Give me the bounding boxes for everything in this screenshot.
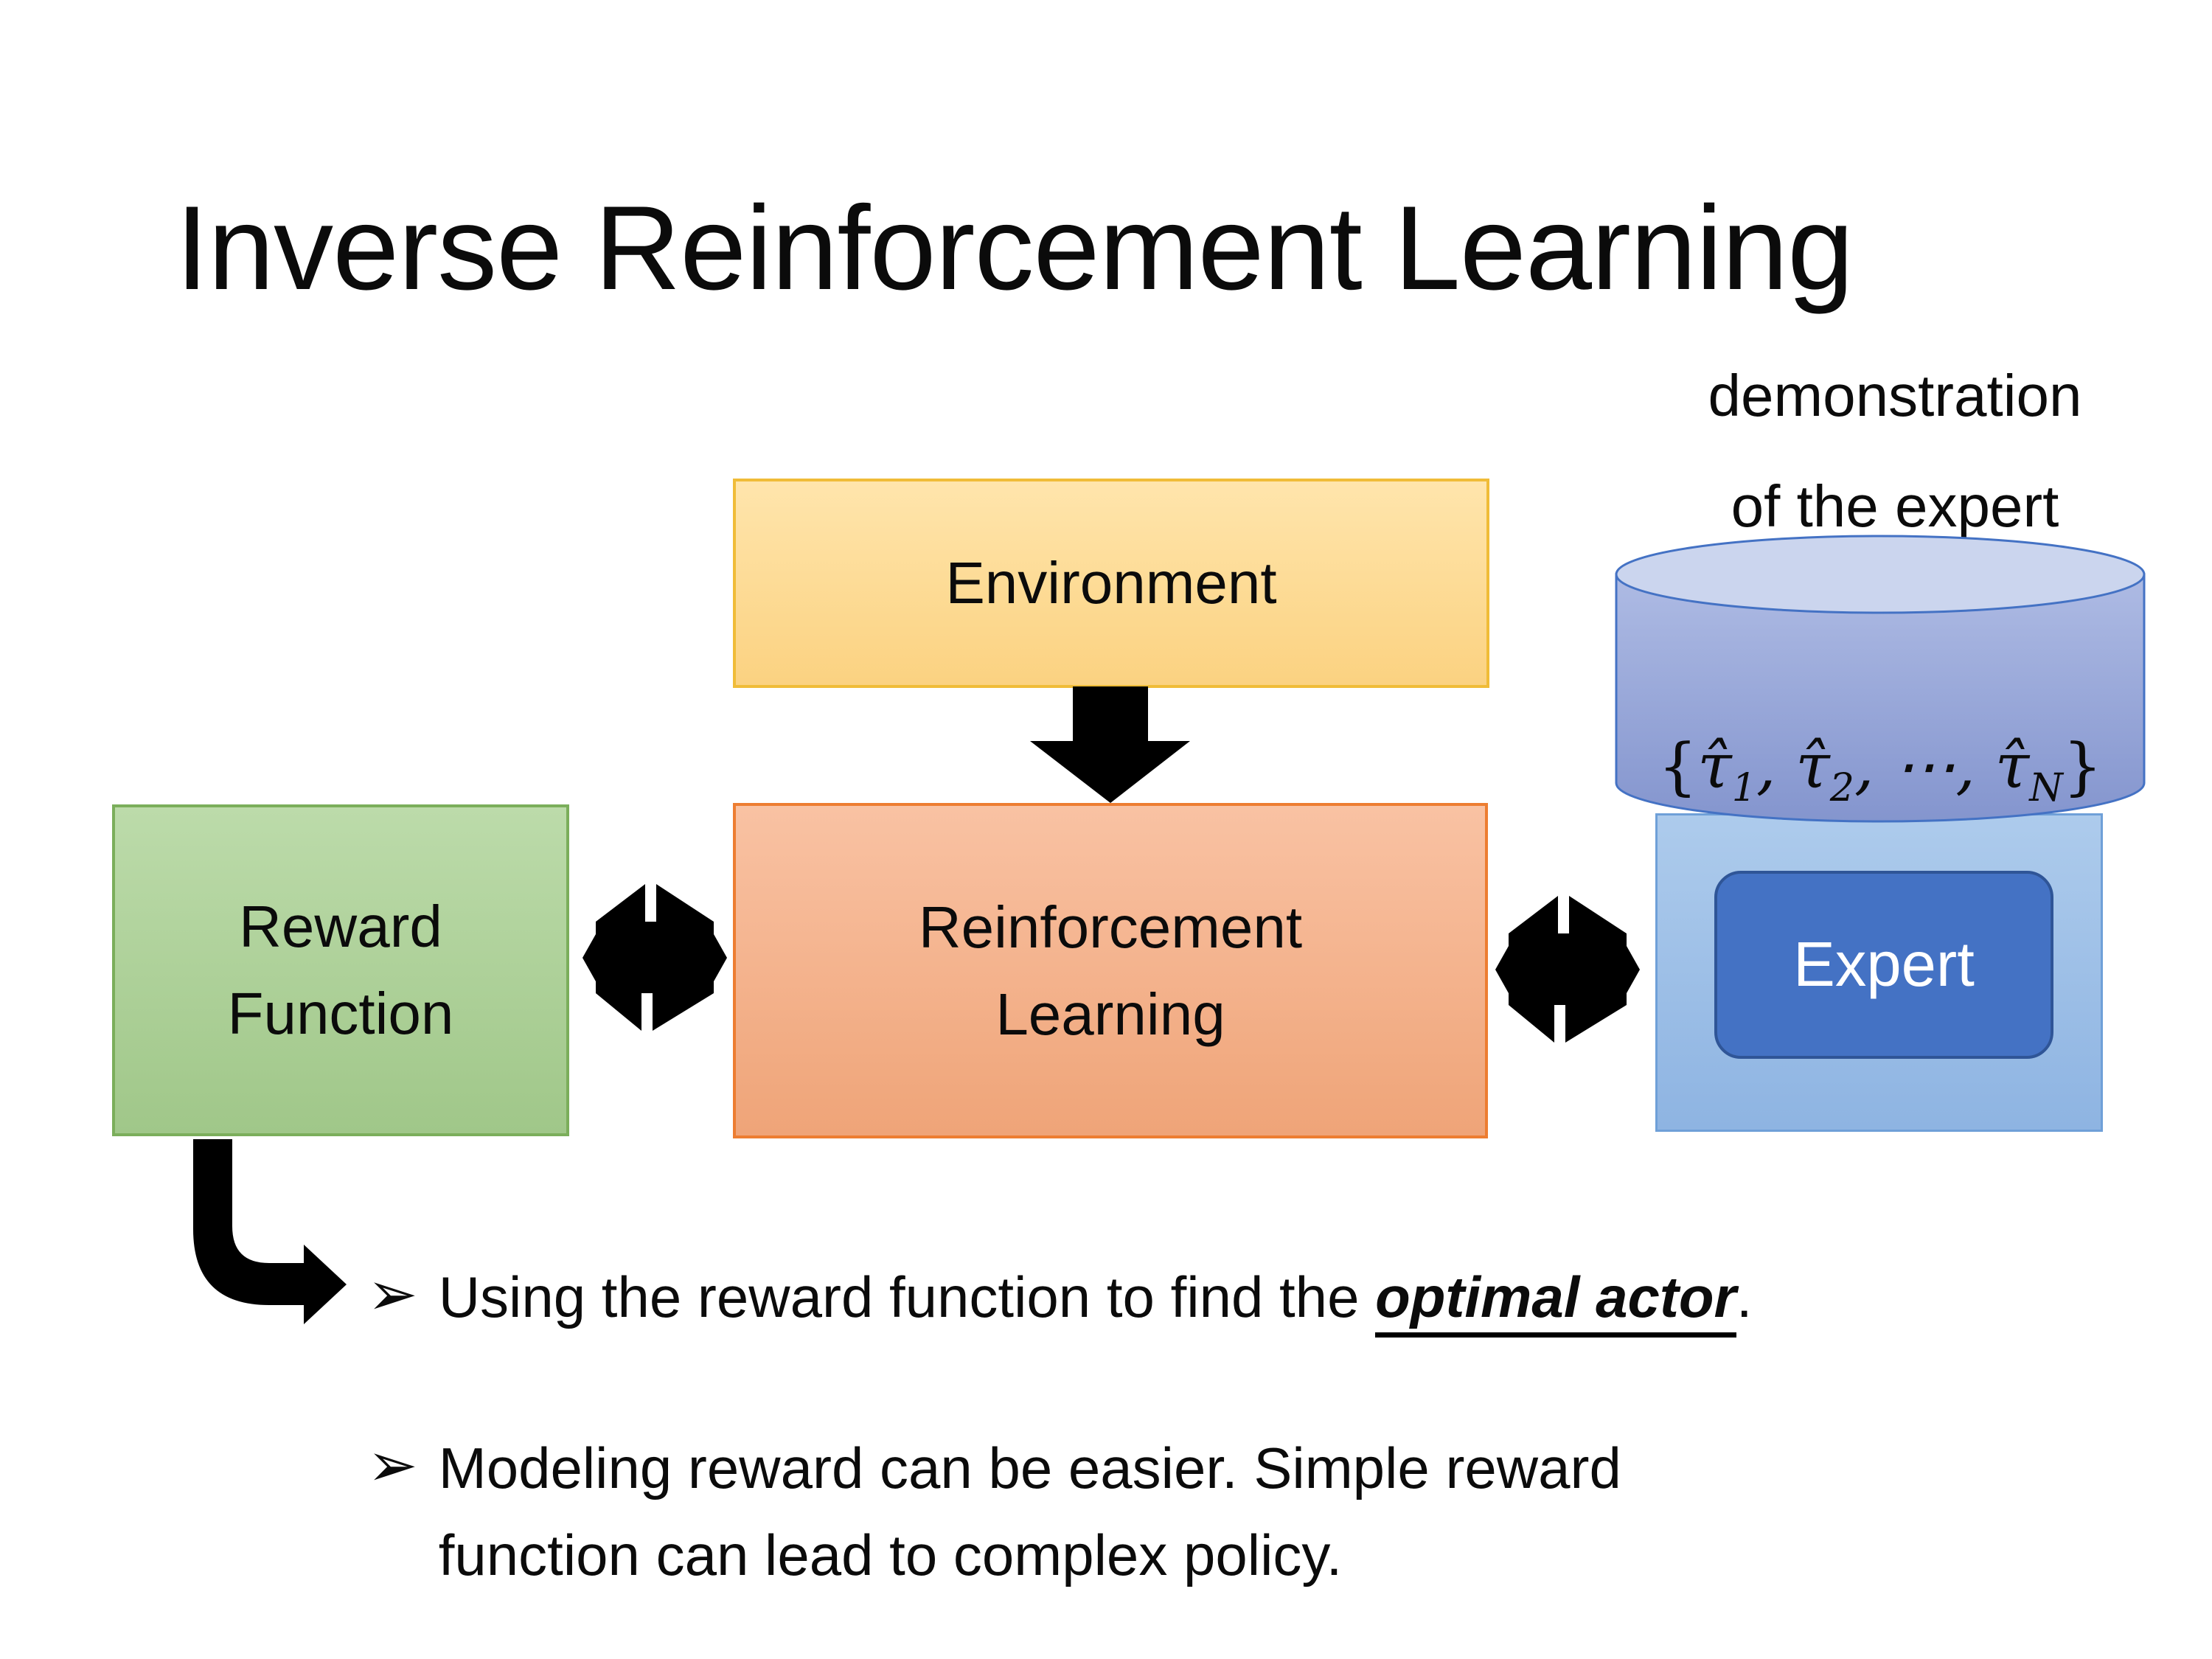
bullet2-line1: Modeling reward can be easier. Simple re… — [438, 1436, 1621, 1500]
bullet-optimal-actor-text: Using the reward function to find the op… — [439, 1253, 1753, 1340]
bullet1-pre: Using the reward function to find the — [438, 1265, 1376, 1329]
bullet1-post: . — [1736, 1265, 1753, 1329]
bullet-arrowhead-icon: ➢ — [367, 1430, 418, 1500]
demonstration-label: demonstration of the expert — [1585, 341, 2205, 562]
reward-function-box: Reward Function — [112, 804, 569, 1136]
reinforcement-learning-label-line1: Reinforcement — [918, 894, 1303, 960]
environment-label: Environment — [945, 550, 1277, 616]
bullet-modeling-reward-text: Modeling reward can be easier. Simple re… — [439, 1425, 1621, 1599]
formula-tauN: τ̂ — [1994, 730, 2030, 802]
demonstration-label-line1: demonstration — [1708, 363, 2082, 428]
reinforcement-learning-label-line2: Learning — [995, 981, 1225, 1047]
demonstration-cylinder-icon — [1615, 535, 2146, 823]
down-arrow-icon — [1030, 686, 1190, 803]
formula-open-brace: { — [1658, 730, 1698, 802]
formula-sub2: 2 — [1829, 765, 1854, 810]
bullet2-line2: function can lead to complex policy. — [438, 1523, 1343, 1587]
reward-function-label-line2: Function — [227, 981, 454, 1046]
trajectory-set-formula: {τ̂1, τ̂2, ⋯, τ̂N} — [1626, 730, 2135, 810]
bullet-modeling-reward: ➢ Modeling reward can be easier. Simple … — [367, 1425, 2063, 1599]
expert-box: Expert — [1714, 871, 2053, 1059]
reinforcement-learning-box: Reinforcement Learning — [733, 803, 1488, 1138]
formula-tau2: τ̂ — [1795, 730, 1830, 802]
formula-comma3: , — [1955, 730, 1995, 802]
formula-comma2: , — [1854, 730, 1894, 802]
reward-function-label-line1: Reward — [239, 894, 442, 959]
page-title: Inverse Reinforcement Learning — [175, 181, 1854, 315]
formula-sub1: 1 — [1731, 765, 1756, 810]
formula-close-brace: } — [2062, 730, 2103, 802]
expert-label: Expert — [1793, 929, 1975, 1000]
exchange-arrows-icon-left — [582, 884, 727, 1031]
exchange-arrows-icon-right — [1495, 896, 1640, 1043]
formula-comma1: , — [1756, 730, 1796, 802]
demonstration-label-line2: of the expert — [1731, 473, 2059, 539]
environment-box: Environment — [733, 479, 1489, 688]
formula-subN: N — [2029, 765, 2063, 810]
bullet-arrowhead-icon: ➢ — [367, 1259, 418, 1329]
bullet-optimal-actor: ➢ Using the reward function to find the … — [367, 1253, 2137, 1340]
formula-tau1: τ̂ — [1697, 730, 1732, 802]
bullet1-emphasis: optimal actor — [1375, 1265, 1736, 1338]
formula-dots: ⋯ — [1893, 730, 1956, 802]
elbow-arrow-icon — [193, 1139, 347, 1324]
